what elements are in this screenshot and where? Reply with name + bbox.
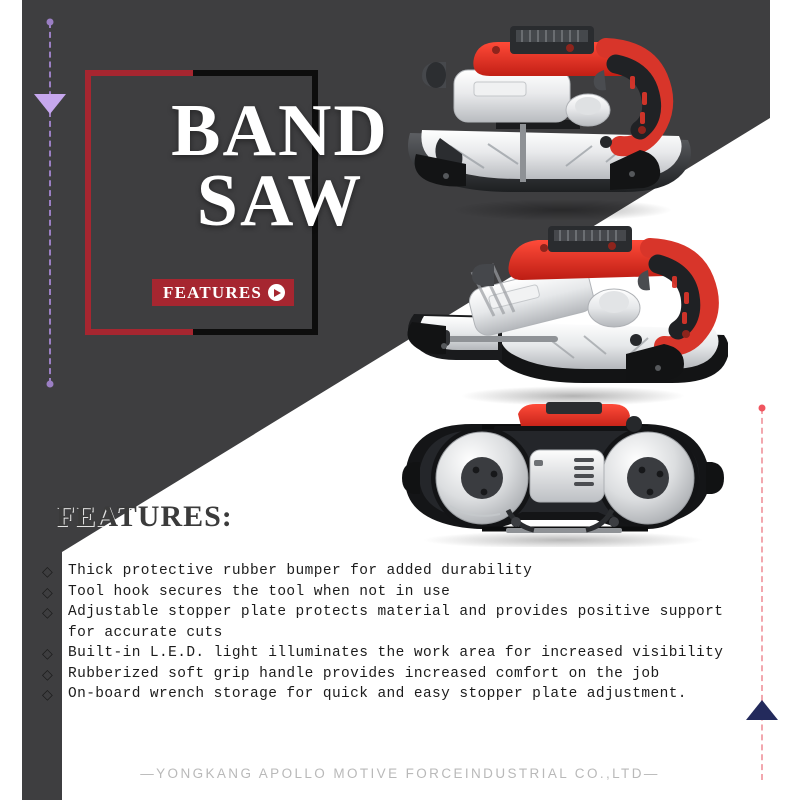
list-item: ◇ Rubberized soft grip handle provides i… <box>40 664 750 685</box>
page-title: BAND SAW <box>110 94 450 243</box>
product-image-3 <box>398 402 728 549</box>
product-image-1 <box>392 18 712 223</box>
left-decorative-rail <box>34 18 66 388</box>
features-badge[interactable]: FEATURES <box>152 279 295 306</box>
list-item-text: On-board wrench storage for quick and ea… <box>68 686 687 702</box>
red-outline-frame <box>85 70 215 335</box>
list-item-text: Built-in L.E.D. light illuminates the wo… <box>68 645 724 661</box>
right-decorative-rail <box>746 404 778 780</box>
footer-company-name: —YONGKANG APOLLO MOTIVE FORCEINDUSTRIAL … <box>140 766 660 781</box>
diamond-bullet-icon: ◇ <box>42 666 54 683</box>
list-item-text: Rubberized soft grip handle provides inc… <box>68 665 660 682</box>
list-item-text: Thick protective rubber bumper for added… <box>68 563 533 579</box>
product-image-2 <box>398 222 729 407</box>
dashed-line <box>49 22 51 384</box>
title-line-2: SAW <box>196 160 364 243</box>
list-item: ◇ On-board wrench storage for quick and … <box>40 684 750 705</box>
diamond-bullet-icon: ◇ <box>42 605 54 621</box>
diamond-bullet-icon: ◇ <box>42 584 54 601</box>
list-item-text: Tool hook secures the tool when not in u… <box>68 583 451 600</box>
triangle-down-icon <box>34 94 66 114</box>
list-item: ◇ Adjustable stopper plate protects mate… <box>40 602 750 643</box>
rail-dot-top <box>758 404 766 412</box>
list-item: ◇ Built-in L.E.D. light illuminates the … <box>40 643 750 664</box>
features-badge-label: FEATURES <box>163 282 263 302</box>
play-icon <box>268 284 286 301</box>
list-item-text: Adjustable stopper plate protects materi… <box>68 604 724 641</box>
diamond-bullet-icon: ◇ <box>42 687 54 703</box>
features-list: ◇ Thick protective rubber bumper for add… <box>40 561 750 705</box>
black-outline-frame <box>193 70 318 335</box>
features-section-heading: FEATURES: <box>56 500 233 533</box>
diamond-bullet-icon: ◇ <box>42 646 54 662</box>
list-item: ◇ Tool hook secures the tool when not in… <box>40 582 750 603</box>
list-item: ◇ Thick protective rubber bumper for add… <box>40 561 750 582</box>
triangle-up-icon <box>746 700 778 720</box>
rail-dot-top <box>46 18 54 26</box>
dashed-line <box>761 408 763 780</box>
title-line-1: BAND <box>171 90 389 172</box>
diamond-bullet-icon: ◇ <box>42 564 54 580</box>
rail-dot-bottom <box>46 380 54 388</box>
